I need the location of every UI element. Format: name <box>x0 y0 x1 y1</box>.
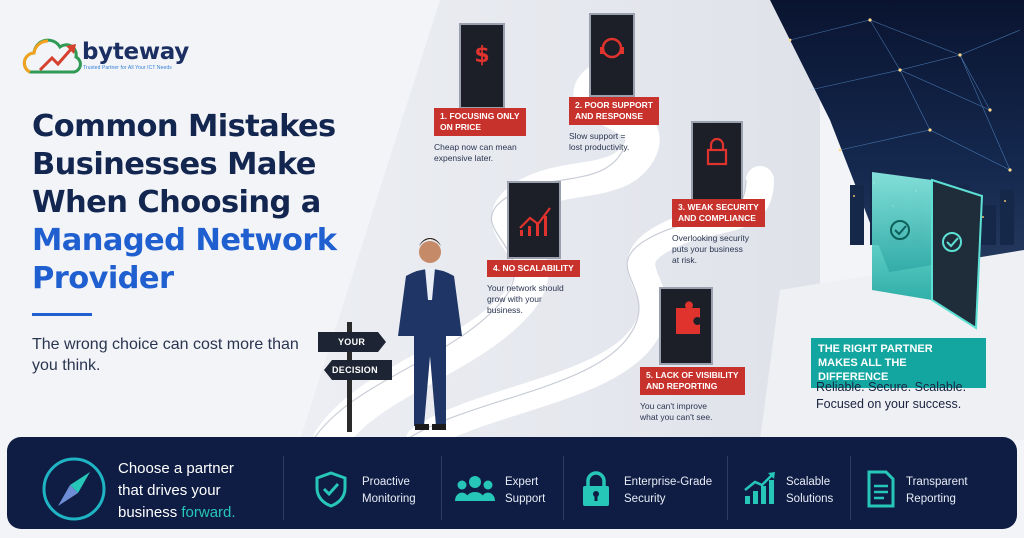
team-icon <box>454 476 496 501</box>
businessman-figure <box>398 238 462 430</box>
footer-cta: Choose a partner that drives your busine… <box>118 460 236 521</box>
padlock-icon <box>583 471 609 506</box>
mistake-description: Cheap now can mean expensive later. <box>434 142 517 163</box>
mistake-tag: 4. NO SCALABILITY <box>487 260 580 277</box>
right-partner-tag: THE RIGHT PARTNER MAKES ALL THE DIFFEREN… <box>811 338 986 388</box>
feature-expert-support: Expert Support <box>505 476 546 505</box>
feature-proactive-monitoring: Proactive Monitoring <box>362 476 416 505</box>
mistake-door-1: $ <box>459 23 505 109</box>
headline-line-1: Common Mistakes <box>32 109 336 144</box>
logo-cloud-icon <box>22 38 82 74</box>
mistake-tag: 3. WEAK SECURITY AND COMPLIANCE <box>672 199 765 227</box>
mistake-card-2: 2. POOR SUPPORT AND RESPONSE Slow suppor… <box>569 97 659 153</box>
headline-line-2: Businesses Make <box>32 147 316 182</box>
headline-line-5: Provider <box>32 261 174 296</box>
bar-growth-icon <box>744 472 775 504</box>
mistake-tag: 5. LACK OF VISIBILITY AND REPORTING <box>640 367 745 395</box>
mistake-door-2 <box>589 13 635 97</box>
right-partner-description: Reliable. Secure. Scalable. Focused on y… <box>816 380 967 411</box>
footer-divider <box>563 456 564 520</box>
subtitle: The wrong choice can cost more than you … <box>32 336 299 374</box>
mistake-door-5 <box>659 287 713 365</box>
mistake-card-5: 5. LACK OF VISIBILITY AND REPORTING You … <box>640 367 745 423</box>
mistake-card-4: 4. NO SCALABILITY Your network should gr… <box>487 260 580 316</box>
brand-tagline: Trusted Partner for All Your ICT Needs <box>83 65 172 71</box>
headline-line-4: Managed Network <box>32 223 337 258</box>
feature-enterprise-security: Enterprise-Grade Security <box>624 476 713 505</box>
signpost-label-bottom: DECISION <box>332 365 378 375</box>
mistake-door-3 <box>691 121 743 201</box>
mistake-card-3: 3. WEAK SECURITY AND COMPLIANCE Overlook… <box>672 199 765 266</box>
signpost-label-top: YOUR <box>338 337 366 347</box>
page-title: Common Mistakes Businesses Make When Cho… <box>32 108 362 298</box>
svg-text:$: $ <box>474 43 489 68</box>
report-document-icon <box>867 470 895 508</box>
brand-logo[interactable]: byteway Trusted Partner for All Your ICT… <box>82 40 193 71</box>
right-partner-doors <box>872 172 984 330</box>
mistake-tag: 1. FOCUSING ONLY ON PRICE <box>434 108 526 136</box>
footer-banner <box>7 437 1017 529</box>
mistake-description: Slow support = lost productivity. <box>569 131 630 152</box>
footer-divider <box>850 456 851 520</box>
mistake-tag: 2. POOR SUPPORT AND RESPONSE <box>569 97 659 125</box>
footer-divider <box>441 456 442 520</box>
mistake-description: Overlooking security puts your business … <box>672 233 750 265</box>
signpost <box>318 322 392 432</box>
headline-divider <box>32 313 92 316</box>
mistake-card-1: 1. FOCUSING ONLY ON PRICE Cheap now can … <box>434 108 526 164</box>
feature-transparent-reporting: Transparent Reporting <box>906 476 968 505</box>
footer-divider <box>283 456 284 520</box>
feature-scalable-solutions: Scalable Solutions <box>786 476 834 505</box>
mistake-description: Your network should grow with your busin… <box>487 283 564 315</box>
headline-line-3: When Choosing a <box>32 185 321 220</box>
footer-divider <box>727 456 728 520</box>
brand-name: byteway <box>82 39 190 65</box>
mistake-description: You can't improve what you can't see. <box>640 401 713 422</box>
shield-check-icon <box>315 471 347 508</box>
mistake-door-4 <box>507 181 561 259</box>
